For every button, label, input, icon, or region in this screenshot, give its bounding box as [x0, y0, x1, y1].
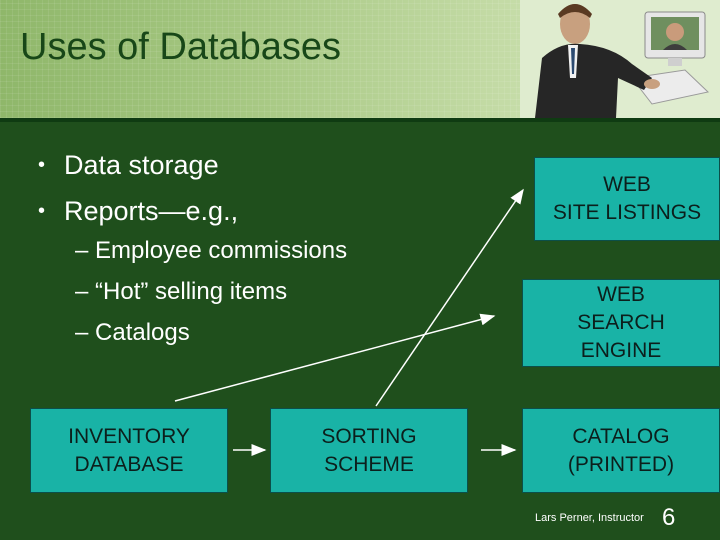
businessman-photo: [520, 0, 720, 118]
arrow-sorting-to-web-site: [375, 188, 524, 407]
web-site-listings-box: WEB SITE LISTINGS: [534, 157, 720, 241]
catalog-printed-box: CATALOG (PRINTED): [522, 408, 720, 493]
sub-bullet-list: – Employee commissions – “Hot” selling i…: [75, 230, 347, 353]
page-number: 6: [662, 504, 676, 531]
catalog-printed-label: CATALOG (PRINTED): [567, 424, 675, 476]
sorting-scheme-box: SORTING SCHEME: [270, 408, 468, 493]
web-site-listings-label: WEB SITE LISTINGS: [552, 173, 702, 224]
sub-bullet-hot-selling-items: – “Hot” selling items: [75, 278, 288, 305]
inventory-database-label: INVENTORY DATABASE: [68, 424, 190, 476]
bullet-list: • Data storage • Reports—e.g.,: [38, 142, 238, 234]
inventory-database-box: INVENTORY DATABASE: [30, 408, 228, 493]
bullet-text: Data storage: [64, 150, 219, 180]
web-search-engine-box: WEB SEARCH ENGINE: [522, 279, 720, 367]
web-search-engine-label: WEB SEARCH ENGINE: [577, 283, 665, 362]
bullet-data-storage: • Data storage: [38, 142, 238, 188]
bullet-reports: • Reports—e.g.,: [38, 188, 238, 234]
sorting-scheme-label: SORTING SCHEME: [321, 424, 417, 476]
instructor-credit: Lars Perner, Instructor: [535, 512, 644, 524]
slide-title: Uses of Databases: [20, 26, 342, 68]
slide-header: Uses of Databases: [0, 0, 720, 122]
bullet-dot-icon: •: [38, 154, 46, 176]
bullet-text: Reports—e.g.,: [64, 196, 239, 226]
bullet-dot-icon: •: [38, 200, 46, 222]
sub-bullet-employee-commissions: – Employee commissions: [75, 237, 348, 264]
sub-bullet-catalogs: – Catalogs: [75, 319, 190, 346]
